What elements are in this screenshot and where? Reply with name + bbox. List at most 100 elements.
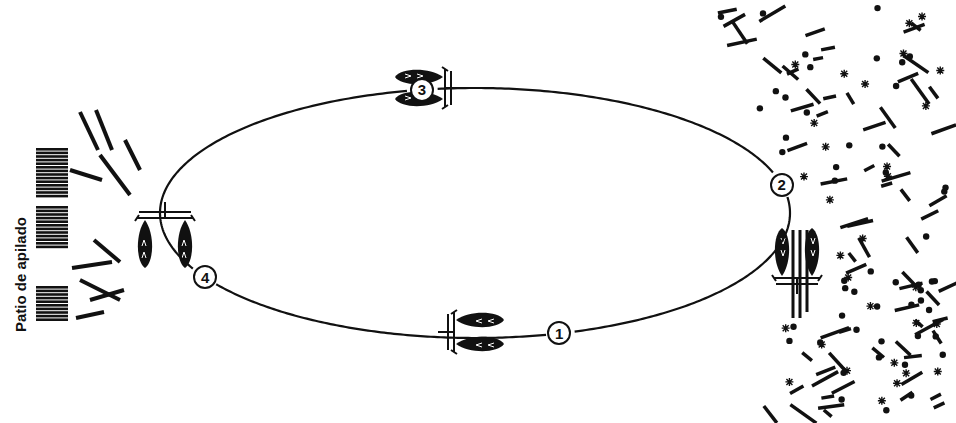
log-stack — [36, 290, 68, 293]
felled-log — [911, 23, 920, 30]
felled-log — [790, 386, 803, 394]
log-stack — [36, 300, 68, 303]
tree-top — [934, 367, 942, 375]
loose-log — [100, 155, 130, 195]
tree-top — [902, 369, 910, 377]
felled-log — [929, 87, 938, 99]
tread — [142, 240, 146, 258]
log-stack — [36, 173, 68, 176]
felled-log — [847, 93, 854, 104]
stump — [874, 55, 880, 61]
felled-log — [818, 405, 844, 408]
tree-top — [840, 70, 848, 78]
cycle-path — [438, 88, 773, 172]
felled-log — [939, 281, 956, 292]
felled-log — [927, 291, 940, 305]
stump — [842, 285, 848, 291]
stump — [940, 352, 946, 358]
felled-log — [931, 125, 956, 134]
loose-log — [125, 140, 140, 170]
tree-top — [859, 235, 867, 243]
vehicle — [438, 310, 504, 354]
stump — [838, 396, 844, 402]
log-stack — [36, 191, 68, 194]
log-stack — [36, 311, 68, 314]
callout-circle: 4 — [193, 265, 217, 289]
felled-log — [907, 237, 918, 253]
felled-log — [824, 410, 832, 417]
felled-log — [849, 253, 856, 262]
felled-log — [901, 372, 922, 384]
tire-body — [138, 220, 152, 268]
loose-log — [80, 112, 98, 150]
felled-log — [864, 165, 874, 170]
tree-top — [782, 324, 790, 332]
log-stack — [36, 170, 68, 173]
tree-top — [890, 359, 898, 367]
stump — [879, 143, 885, 149]
stump — [846, 142, 852, 148]
tree-top — [844, 273, 852, 281]
tree-top — [918, 12, 926, 20]
log-stack — [36, 159, 68, 162]
cycle-path — [216, 284, 546, 338]
stump — [908, 392, 914, 398]
log-stack — [36, 308, 68, 311]
tree-top — [818, 340, 826, 348]
felled-log — [895, 305, 919, 311]
loose-log — [72, 262, 112, 268]
vehicle — [772, 228, 822, 294]
tree-top — [866, 302, 874, 310]
stump — [839, 312, 845, 318]
frame — [135, 202, 195, 221]
tire-body — [775, 228, 789, 276]
felled-log — [901, 189, 910, 201]
log-stack — [36, 293, 68, 296]
felled-log — [882, 173, 911, 181]
callout-circle: 2 — [770, 173, 794, 197]
carried-logs — [793, 230, 807, 318]
felled-log — [929, 196, 946, 206]
callout-number: 1 — [555, 326, 563, 341]
felled-log — [839, 329, 851, 333]
felled-log — [813, 58, 823, 60]
log-stack — [36, 148, 68, 151]
cycle-path — [575, 197, 790, 332]
callout-number: 4 — [201, 270, 209, 285]
loose-log — [90, 290, 124, 300]
felled-log — [933, 331, 941, 344]
felled-log — [921, 211, 938, 219]
log-stack — [36, 155, 68, 158]
stump — [941, 188, 947, 194]
stump — [923, 233, 929, 239]
felled-log — [840, 219, 868, 228]
log-stack — [36, 238, 68, 241]
felled-log — [915, 319, 943, 334]
log-stack — [36, 217, 68, 220]
felled-log — [846, 264, 866, 273]
felled-log — [724, 14, 746, 26]
felled-log — [718, 9, 737, 13]
felled-log — [904, 356, 922, 358]
felled-log — [806, 89, 820, 103]
stump — [902, 362, 908, 368]
tree-top — [785, 378, 793, 386]
tree-top — [836, 251, 844, 259]
stump — [899, 59, 905, 65]
log-stack — [36, 297, 68, 300]
log-stack — [36, 180, 68, 183]
tree-top — [810, 119, 818, 127]
log-stack — [36, 315, 68, 318]
felled-log — [763, 58, 781, 73]
felled-log — [863, 122, 885, 129]
felled-log — [817, 112, 828, 117]
log-stack — [36, 231, 68, 234]
stump — [790, 324, 796, 330]
tree-top — [893, 379, 901, 387]
felled-log — [802, 353, 812, 361]
tread — [811, 238, 815, 256]
tire-body — [456, 313, 504, 327]
stump — [851, 288, 857, 294]
log-stack — [36, 246, 68, 249]
log-stack — [36, 220, 68, 223]
